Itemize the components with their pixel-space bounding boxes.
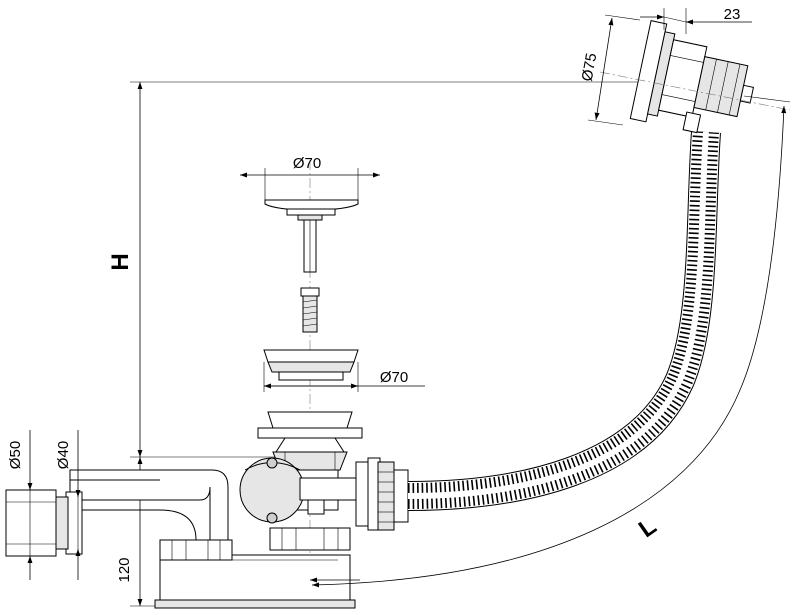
screw bbox=[300, 287, 320, 333]
outlet-inner-diameter-label: Ø40 bbox=[55, 441, 72, 469]
ring-diameter-label: Ø70 bbox=[380, 369, 408, 386]
overflow-depth-dimension: 23 bbox=[640, 6, 752, 34]
height-dimension: H bbox=[107, 82, 143, 457]
trap-lower bbox=[154, 527, 360, 609]
overflow-diameter-label: Ø75 bbox=[579, 52, 601, 83]
overflow-head bbox=[599, 20, 791, 134]
trap-height-label: 120 bbox=[116, 557, 133, 582]
overflow-diameter-dimension: Ø75 bbox=[579, 14, 641, 126]
outlet-dimensions: Ø50 Ø40 bbox=[7, 430, 81, 580]
flexible-hose bbox=[407, 130, 721, 511]
height-label: H bbox=[107, 253, 134, 270]
outlet-outer-diameter-label: Ø50 bbox=[7, 441, 24, 469]
drain-ring: Ø70 bbox=[263, 349, 425, 392]
outlet-pipe bbox=[5, 469, 233, 561]
plug-cap: Ø70 bbox=[240, 155, 380, 273]
overflow-depth-label: 23 bbox=[724, 6, 741, 23]
length-label: L bbox=[634, 513, 662, 544]
cap-diameter-label: Ø70 bbox=[293, 155, 321, 172]
